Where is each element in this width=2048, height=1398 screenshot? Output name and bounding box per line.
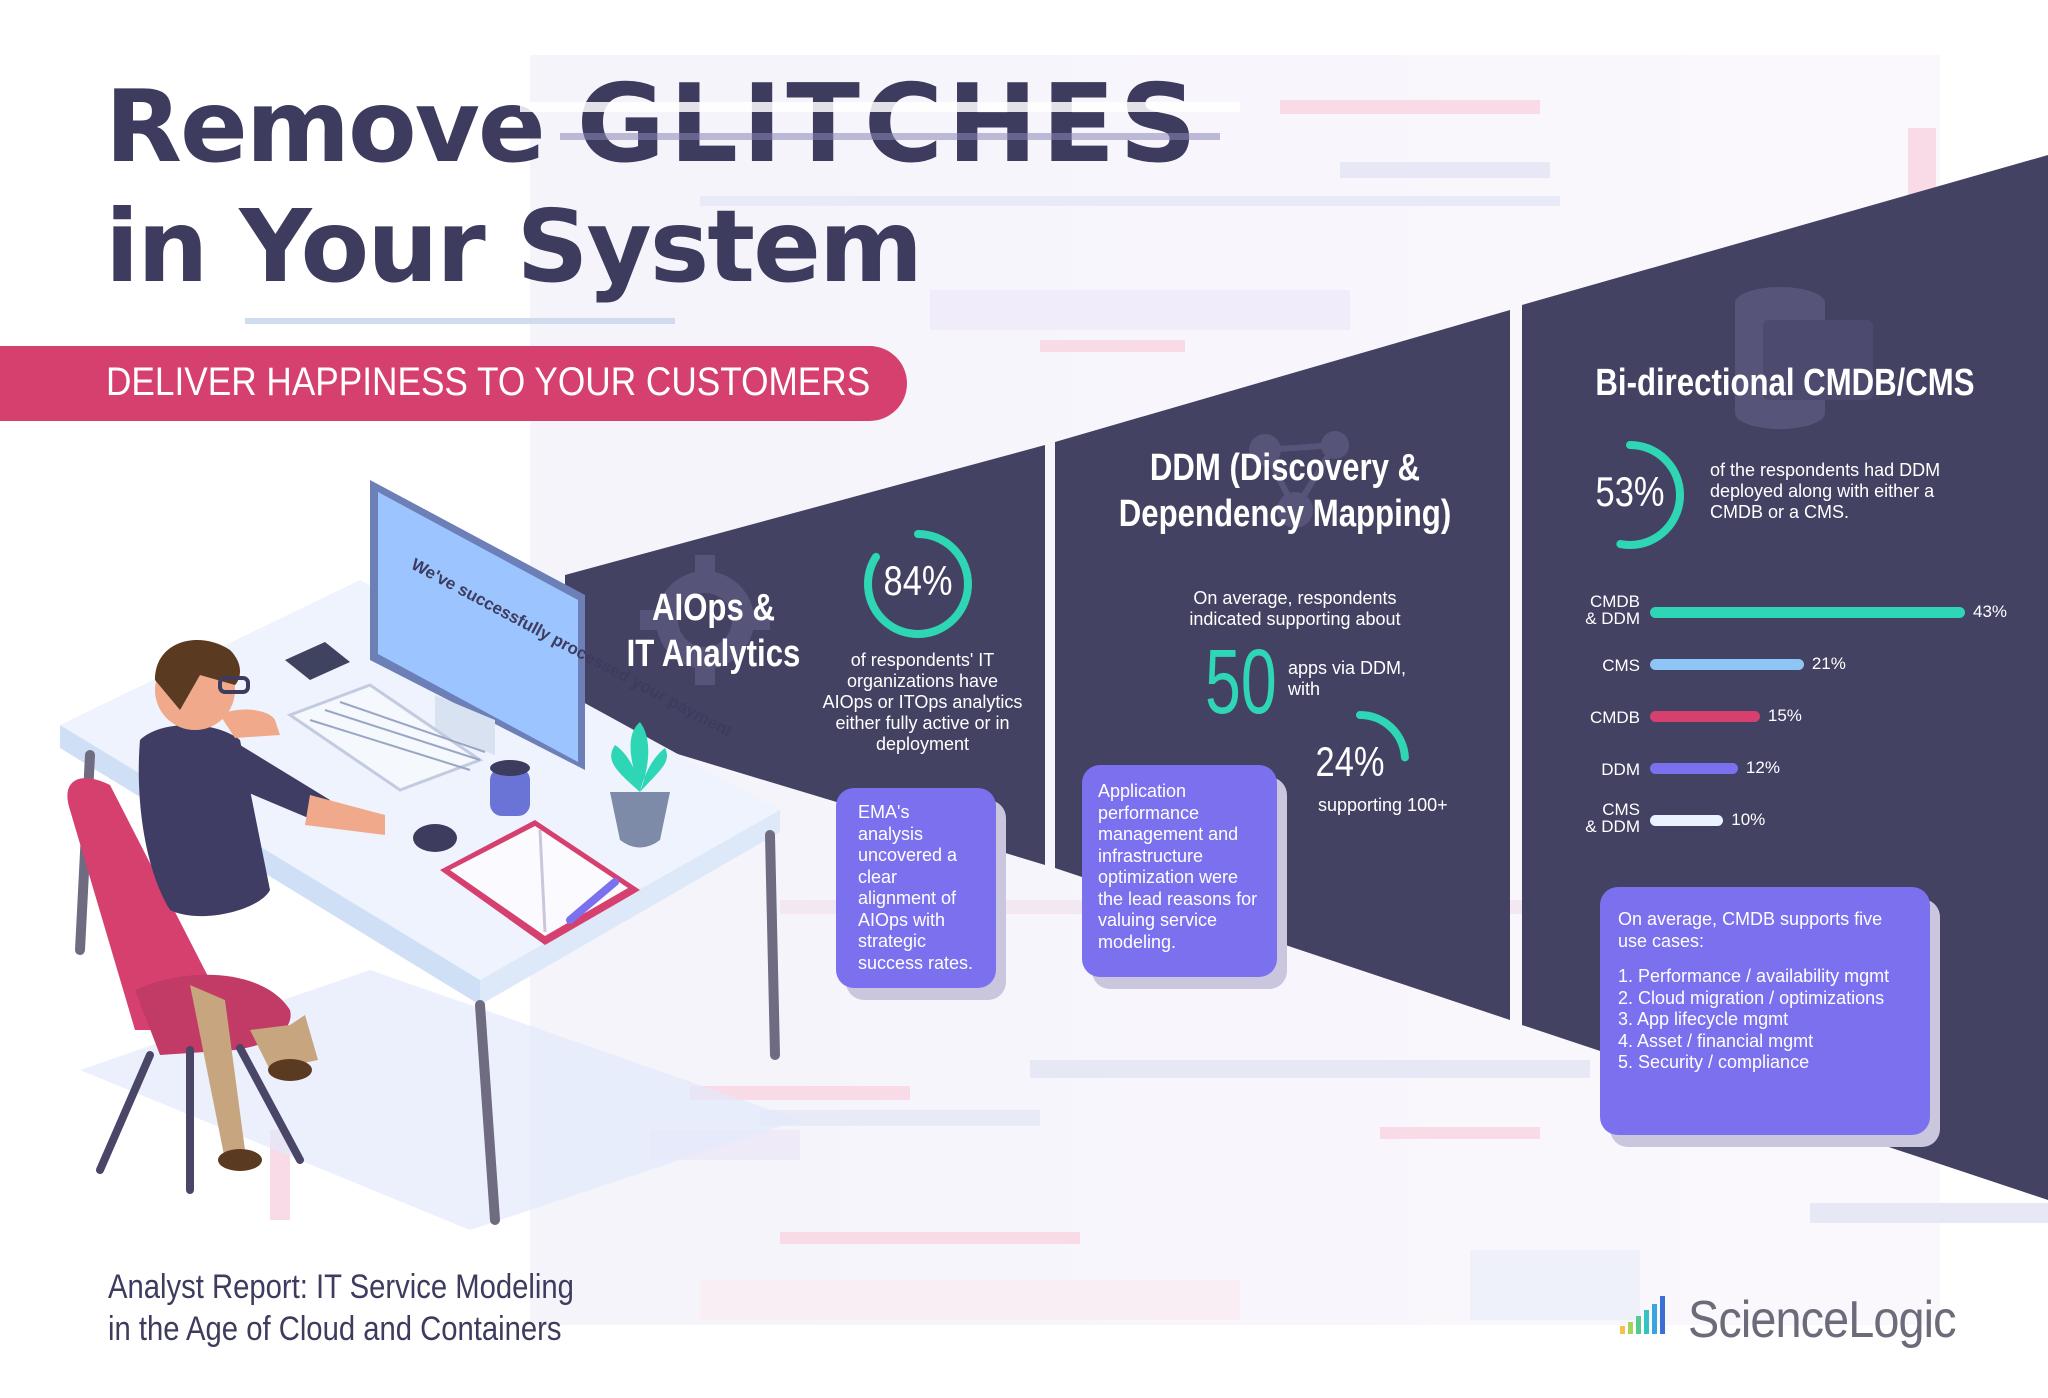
database-icon	[1735, 287, 1873, 429]
ddm-title-line1: DDM (Discovery &	[1149, 447, 1421, 489]
desk-illustration: We've successfully processed your paymen…	[60, 480, 800, 1230]
aiops-callout-text: EMA's analysis uncovered a clear alignme…	[858, 802, 974, 973]
bar-label: CMS& DDM	[1585, 800, 1640, 836]
aiops-ring-arc	[864, 530, 972, 638]
bar-value-label: 12%	[1745, 758, 1780, 777]
pen	[566, 878, 619, 924]
glitch-bar	[1908, 128, 1936, 198]
glitch-bar	[1040, 340, 1185, 352]
aiops-callout: EMA's analysis uncovered a clear alignme…	[836, 788, 996, 988]
monitor-stand	[435, 695, 495, 755]
glitch-bar	[930, 290, 1350, 330]
ddm-title: DDM (Discovery & Dependency Mapping)	[1113, 445, 1457, 537]
title-glitch-slice	[560, 133, 1220, 140]
desk-side	[480, 810, 780, 1005]
tagline-banner: DELIVER HAPPINESS TO YOUR CUSTOMERS	[0, 346, 907, 421]
gear-icon	[640, 555, 770, 685]
use-case-item: 1. Performance / availability mgmt	[1618, 966, 1890, 986]
title-glitch-slice	[520, 102, 1240, 112]
bar-value-label: 10%	[1731, 810, 1766, 829]
use-cases-intro: On average, CMDB supports five use cases…	[1618, 909, 1883, 951]
bar-value-label: 15%	[1767, 706, 1802, 725]
bar	[1650, 659, 1804, 670]
glitch-bar	[1030, 1060, 1590, 1078]
bar	[1650, 815, 1724, 826]
signal-bars-icon	[1620, 1296, 1665, 1334]
aiops-title: AIOps & IT Analytics	[625, 585, 801, 677]
aiops-title-line1: AIOps &	[652, 587, 775, 629]
cmdb-title: Bi-directional CMDB/CMS	[1595, 362, 1975, 404]
glitch-bar	[1280, 100, 1540, 114]
use-case-item: 4. Asset / financial mgmt	[1618, 1030, 1814, 1051]
report-title-line2: in the Age of Cloud and Containers	[108, 1310, 562, 1348]
cmdb-stat-ring	[1576, 441, 1684, 549]
use-case-item: 2. Cloud migration / optimizations	[1618, 987, 1885, 1008]
bar-label: CMDB& DDM	[1585, 592, 1640, 628]
bar	[1650, 763, 1738, 774]
ddm-apps-number: 50	[1205, 631, 1277, 733]
ddm-title-line2: Dependency Mapping)	[1118, 493, 1452, 535]
ddm-apps-text: apps via DDM, with	[1288, 658, 1407, 699]
glitch-bar	[1340, 162, 1550, 178]
cmdb-bar-chart: CMDB& DDM 43% CMS 21% CMDB 15% DDM 12% CMS& DDM 1…	[1570, 593, 2040, 845]
monitor-screen	[378, 492, 578, 762]
ddm-intro: On average, respondents indicated suppor…	[1189, 588, 1401, 629]
glitch-bar	[1470, 1250, 1640, 1320]
bar-value-label: 43%	[1973, 602, 2008, 621]
ddm-stat-ring	[1311, 711, 1409, 809]
aiops-title-line2: IT Analytics	[626, 633, 801, 675]
title-remove: Remove	[105, 68, 546, 185]
use-case-item: 3. App lifecycle mgmt	[1618, 1009, 1789, 1029]
sciencelogic-logo: ScienceLogic	[1688, 1291, 1956, 1349]
tagline-text: DELIVER HAPPINESS TO YOUR CUSTOMERS	[106, 360, 871, 404]
ddm-stat-caption: supporting 100+	[1318, 795, 1448, 815]
ddm-stat: 24%	[1315, 738, 1385, 785]
ddm-callout: Application performance management and i…	[1082, 765, 1277, 977]
coffee-mug	[490, 768, 530, 816]
use-case-item: 5. Security / compliance	[1618, 1052, 1810, 1072]
bar	[1650, 711, 1760, 722]
mouse	[413, 824, 457, 852]
bar-label: CMDB	[1589, 708, 1640, 727]
glitch-bar	[700, 196, 1560, 206]
cmdb-description: of the respondents had DDM deployed alon…	[1710, 460, 1941, 522]
aiops-panel	[565, 445, 1045, 865]
bar	[1650, 607, 1965, 618]
aiops-stat: 84%	[883, 557, 953, 604]
ddm-ring-arc	[1311, 711, 1409, 809]
network-icon	[1249, 431, 1349, 528]
bar-label: CMS	[1602, 656, 1640, 675]
page-title-line2: in Your System	[105, 188, 923, 305]
keyboard-keys	[309, 701, 486, 771]
plant-leaves	[611, 722, 668, 792]
glitch-bar	[690, 1086, 910, 1100]
chair	[67, 778, 304, 1194]
bar-value-label: 21%	[1811, 654, 1846, 673]
glitch-bar	[1380, 1127, 1540, 1139]
plant-pot	[610, 792, 670, 848]
glitch-bar	[1810, 1203, 2048, 1223]
glitch-bar	[760, 1110, 1040, 1126]
aiops-description: of respondents' IT organizations have AI…	[822, 650, 1023, 754]
glitch-bar	[245, 318, 675, 324]
cmdb-use-cases-callout: On average, CMDB supports five use cases…	[1600, 887, 1930, 1135]
person	[138, 640, 385, 1171]
title-glitches: GLITCHES	[576, 62, 1202, 187]
cmdb-stat: 53%	[1595, 468, 1665, 515]
bar-label: DDM	[1601, 760, 1640, 779]
ddm-callout-text: Application performance management and i…	[1098, 781, 1258, 952]
phone	[285, 642, 350, 680]
report-title-line1: Analyst Report: IT Service Modeling	[108, 1268, 574, 1306]
aiops-stat-ring	[864, 530, 972, 638]
page-title-line1: Remove GLITCHES	[105, 62, 1201, 187]
glitch-bar	[700, 1280, 1240, 1320]
glitch-bar	[780, 1232, 1080, 1244]
cmdb-ring-arc	[1576, 441, 1684, 549]
